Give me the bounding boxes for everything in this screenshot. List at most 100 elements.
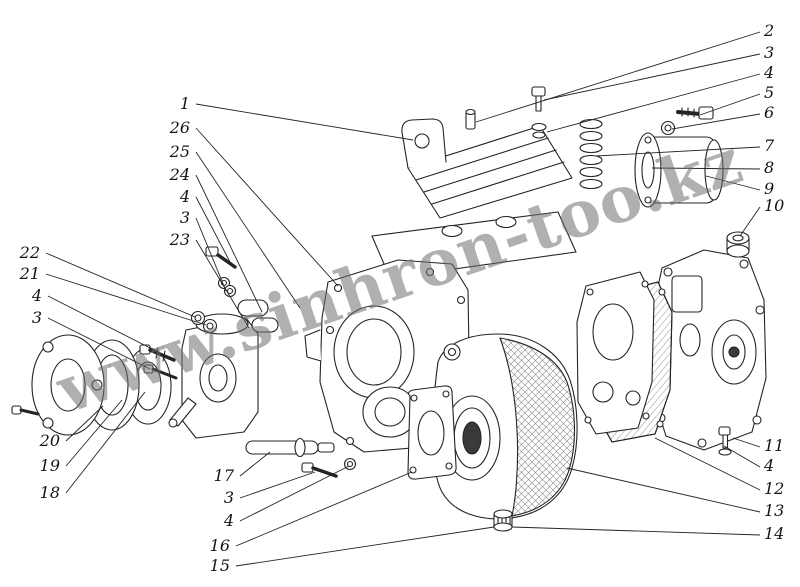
callout-label-3: 3: [224, 488, 234, 507]
callout-label-3: 3: [764, 43, 774, 62]
flange-hole: [91, 379, 103, 391]
bolt-head: [531, 86, 546, 97]
callout-line-4: [195, 196, 231, 263]
housing-bore-small-inner: [374, 397, 406, 427]
spring-coil: [579, 142, 603, 154]
callout-line-23: [195, 239, 250, 329]
gasket-hole: [442, 390, 450, 398]
washer-4: [532, 131, 546, 139]
callout-label-23: 23: [169, 230, 190, 249]
bolt-hole: [752, 415, 762, 425]
callout-label-10: 10: [764, 196, 784, 215]
callout-label-5: 5: [764, 83, 774, 102]
washer-4: [531, 122, 547, 132]
callout-label-4: 4: [763, 63, 774, 82]
cylinder: [237, 299, 269, 317]
callout-label-21: 21: [19, 264, 40, 283]
bolt-hole: [739, 259, 749, 269]
callout-label-26: 26: [169, 118, 190, 137]
callout-label-3: 3: [32, 308, 42, 327]
callout-label-4: 4: [763, 456, 774, 475]
callout-line-3: [543, 53, 761, 101]
part-bell-cover-13: [432, 333, 578, 520]
canister-end: [704, 139, 724, 201]
spring-coil: [579, 118, 603, 130]
callout-line-4: [723, 445, 761, 468]
flange-hole: [42, 341, 54, 353]
part-bolt-4-left: [139, 344, 176, 362]
part-shaft-17: [245, 437, 335, 458]
part-bolt-5: [676, 106, 714, 120]
flange-hole: [644, 136, 652, 144]
callout-line-21: [45, 273, 207, 326]
gasket-hole: [445, 462, 453, 470]
part-canister: [634, 132, 724, 208]
bell-opening-center: [462, 421, 482, 455]
bushing-bore: [732, 234, 744, 242]
gasket-hole: [586, 288, 594, 296]
part-bushing-10: [726, 231, 750, 258]
callout-label-11: 11: [764, 436, 784, 455]
plug-bottom: [493, 522, 513, 532]
callout-label-22: 22: [19, 243, 40, 262]
bolt-shank: [535, 95, 542, 112]
gasket-cutout: [592, 303, 634, 361]
callout-label-25: 25: [169, 142, 190, 161]
washer-4: [718, 448, 732, 456]
callout-line-5: [699, 93, 761, 116]
housing-bore-large-inner: [346, 318, 402, 386]
callout-line-11: [732, 437, 761, 448]
bell-lug-hole: [447, 347, 457, 357]
callout-line-3: [239, 471, 316, 499]
callout-line-15: [235, 526, 495, 567]
gasket-hole: [641, 280, 649, 288]
callout-line-6: [671, 113, 761, 130]
bolt-shank: [722, 434, 729, 449]
end-cover-window: [671, 275, 703, 313]
callout-line-14: [511, 526, 761, 536]
callout-label-7: 7: [764, 136, 775, 155]
flange-hole: [42, 417, 54, 429]
callout-line-8: [651, 167, 761, 170]
callout-line-2: [475, 31, 761, 123]
bolt-hole: [755, 305, 765, 315]
bolt-hole: [325, 325, 335, 335]
callout-label-3: 3: [180, 208, 190, 227]
part-bolt-4-upper: [205, 246, 237, 298]
part-cylinders-23-24: [237, 299, 279, 333]
plate-fin: [415, 137, 549, 181]
callout-line-3: [47, 317, 151, 370]
washer-inner: [664, 124, 672, 132]
callout-label-14: 14: [764, 524, 784, 543]
part-gasket-plain: [576, 271, 655, 435]
shaft-collar: [294, 437, 306, 458]
gasket-hole: [409, 466, 417, 474]
callout-label-1: 1: [180, 94, 190, 113]
plug-top: [493, 509, 513, 519]
top-plate: [407, 125, 573, 219]
callout-label-17: 17: [214, 466, 235, 485]
end-cover-bore-center: [728, 346, 740, 358]
bolt-thread: [155, 347, 159, 359]
callout-label-13: 13: [764, 501, 784, 520]
callout-line-13: [566, 467, 761, 513]
callout-line-16: [235, 471, 413, 547]
plate-fin: [423, 149, 557, 193]
callout-line-4: [47, 295, 159, 353]
part-spring-7: [579, 118, 603, 190]
shaft-body: [245, 440, 319, 455]
bolt-hole: [425, 267, 435, 277]
canister-flange-bore: [641, 151, 655, 189]
callout-line-10: [739, 206, 761, 237]
callout-label-4: 4: [179, 187, 190, 206]
gasket-hole: [658, 288, 666, 296]
cylinder: [251, 317, 279, 333]
housing-ear: [304, 329, 322, 362]
part-plug-14: [493, 509, 513, 532]
callout-line-9: [705, 175, 761, 191]
bracket-hole: [414, 133, 430, 149]
bushing-bottom: [726, 244, 750, 258]
end-cover-port: [679, 323, 701, 357]
bolt-hole: [345, 436, 355, 446]
